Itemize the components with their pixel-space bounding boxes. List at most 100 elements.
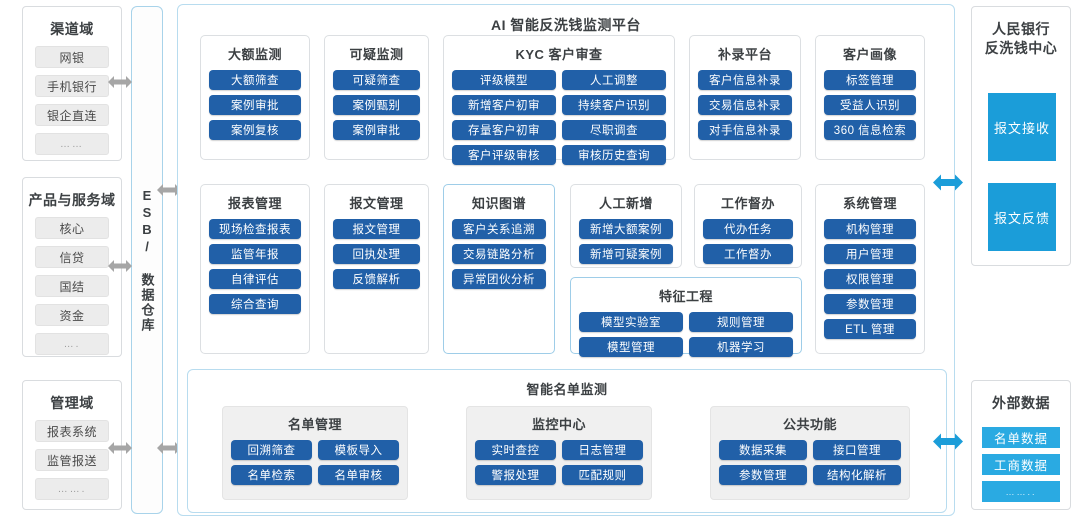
button-template-import[interactable]: 模板导入 bbox=[318, 440, 399, 460]
button-receipt-processing[interactable]: 回执处理 bbox=[333, 244, 420, 264]
button-list-audit[interactable]: 名单审核 bbox=[318, 465, 399, 485]
button-matching-rules[interactable]: 匹配规则 bbox=[562, 465, 643, 485]
chip-channel-1[interactable]: 手机银行 bbox=[35, 75, 109, 97]
module-title-manual-addition: 人工新增 bbox=[598, 196, 653, 211]
button-tag-management[interactable]: 标签管理 bbox=[824, 70, 916, 90]
module-suspicious-monitoring: 可疑监测 可疑筛查 案例甄别 案例审批 bbox=[324, 35, 429, 160]
button-message-management[interactable]: 报文管理 bbox=[333, 219, 420, 239]
button-abnormal-group-analysis[interactable]: 异常团伙分析 bbox=[452, 269, 546, 289]
module-title-suspicious-monitoring: 可疑监测 bbox=[349, 47, 404, 62]
chip-channel-0[interactable]: 网银 bbox=[35, 46, 109, 68]
button-continuous-customer-identification[interactable]: 持续客户识别 bbox=[562, 95, 666, 115]
block-message-feedback[interactable]: 报文反馈 bbox=[988, 183, 1056, 251]
module-title-report-management: 报表管理 bbox=[227, 196, 282, 211]
panel-external-data: 外部数据 名单数据 工商数据 …….. bbox=[971, 380, 1071, 510]
button-customer-info-supplement[interactable]: 客户信息补录 bbox=[698, 70, 792, 90]
esb-label: ESB/ 数据仓库 bbox=[139, 187, 155, 333]
module-work-supervision: 工作督办 代办任务 工作督办 bbox=[694, 184, 802, 268]
panel-title-pboc-line2: 反洗钱中心 bbox=[984, 40, 1058, 56]
button-interface-management[interactable]: 接口管理 bbox=[813, 440, 901, 460]
platform-container: AI 智能反洗钱监测平台 大额监测 大额筛查 案例审批 案例复核 可疑监测 可疑… bbox=[177, 4, 955, 516]
button-due-diligence[interactable]: 尽职调查 bbox=[562, 120, 666, 140]
chip-list-data[interactable]: 名单数据 bbox=[982, 427, 1060, 448]
button-data-collection[interactable]: 数据采集 bbox=[719, 440, 807, 460]
module-message-management: 报文管理 报文管理 回执处理 反馈解析 bbox=[324, 184, 429, 354]
button-existing-customer-first-review[interactable]: 存量客户初审 bbox=[452, 120, 556, 140]
chip-product-1[interactable]: 信贷 bbox=[35, 246, 109, 268]
button-rating-model[interactable]: 评级模型 bbox=[452, 70, 556, 90]
subgroup-public-functions: 公共功能 数据采集 接口管理 参数管理 结构化解析 bbox=[710, 406, 910, 500]
button-suspicious-screening[interactable]: 可疑筛查 bbox=[333, 70, 420, 90]
button-parameter-management-pub[interactable]: 参数管理 bbox=[719, 465, 807, 485]
button-log-management[interactable]: 日志管理 bbox=[562, 440, 643, 460]
arrow-product-to-esb bbox=[107, 258, 133, 274]
button-alarm-processing[interactable]: 警报处理 bbox=[475, 465, 556, 485]
button-structured-parsing[interactable]: 结构化解析 bbox=[813, 465, 901, 485]
chip-management-more[interactable]: ……. bbox=[35, 478, 109, 500]
chip-product-0[interactable]: 核心 bbox=[35, 217, 109, 239]
module-title-feature-engineering: 特征工程 bbox=[658, 289, 713, 304]
chip-product-more[interactable]: …. bbox=[35, 333, 109, 355]
module-title-large-amount-monitoring: 大额监测 bbox=[227, 47, 282, 62]
module-system-management: 系统管理 机构管理 用户管理 权限管理 参数管理 ETL 管理 bbox=[815, 184, 925, 354]
button-work-supervision[interactable]: 工作督办 bbox=[703, 244, 793, 264]
button-new-customer-first-review[interactable]: 新增客户初审 bbox=[452, 95, 556, 115]
button-onsite-inspection-report[interactable]: 现场检查报表 bbox=[209, 219, 301, 239]
chip-product-2[interactable]: 国结 bbox=[35, 275, 109, 297]
arrow-esb-to-platform-top bbox=[156, 182, 182, 198]
button-regulatory-annual-report[interactable]: 监管年报 bbox=[209, 244, 301, 264]
button-feedback-parsing[interactable]: 反馈解析 bbox=[333, 269, 420, 289]
button-add-large-amount-case[interactable]: 新增大额案例 bbox=[579, 219, 673, 239]
chip-external-data-more[interactable]: …….. bbox=[982, 481, 1060, 502]
button-permission-management[interactable]: 权限管理 bbox=[824, 269, 916, 289]
button-360-info-retrieval[interactable]: 360 信息检索 bbox=[824, 120, 916, 140]
chip-business-registration-data[interactable]: 工商数据 bbox=[982, 454, 1060, 475]
chip-management-1[interactable]: 监管报送 bbox=[35, 449, 109, 471]
button-case-review-large[interactable]: 案例复核 bbox=[209, 120, 301, 140]
panel-title-external-data: 外部数据 bbox=[992, 395, 1050, 411]
chip-channel-2[interactable]: 银企直连 bbox=[35, 104, 109, 126]
button-list-retrieval[interactable]: 名单检索 bbox=[231, 465, 312, 485]
button-rule-management[interactable]: 规则管理 bbox=[689, 312, 793, 332]
button-organization-management[interactable]: 机构管理 bbox=[824, 219, 916, 239]
button-case-approval-suspicious[interactable]: 案例审批 bbox=[333, 120, 420, 140]
button-retrospective-screening[interactable]: 回溯筛查 bbox=[231, 440, 312, 460]
button-realtime-control[interactable]: 实时查控 bbox=[475, 440, 556, 460]
button-self-discipline-assessment[interactable]: 自律评估 bbox=[209, 269, 301, 289]
button-model-management[interactable]: 模型管理 bbox=[579, 337, 683, 357]
block-message-receive[interactable]: 报文接收 bbox=[988, 93, 1056, 161]
chip-channel-more[interactable]: …… bbox=[35, 133, 109, 155]
button-comprehensive-query[interactable]: 综合查询 bbox=[209, 294, 301, 314]
module-knowledge-graph: 知识图谱 客户关系追溯 交易链路分析 异常团伙分析 bbox=[443, 184, 555, 354]
chip-product-3[interactable]: 资金 bbox=[35, 304, 109, 326]
button-machine-learning[interactable]: 机器学习 bbox=[689, 337, 793, 357]
module-title-kyc: KYC 客户审查 bbox=[515, 47, 603, 62]
button-parameter-management-sys[interactable]: 参数管理 bbox=[824, 294, 916, 314]
panel-title-product-service-domain: 产品与服务域 bbox=[28, 192, 116, 208]
button-manual-adjustment[interactable]: 人工调整 bbox=[562, 70, 666, 90]
module-title-message-management: 报文管理 bbox=[349, 196, 404, 211]
button-beneficiary-identification[interactable]: 受益人识别 bbox=[824, 95, 916, 115]
button-user-management[interactable]: 用户管理 bbox=[824, 244, 916, 264]
button-counterparty-info-supplement[interactable]: 对手信息补录 bbox=[698, 120, 792, 140]
button-model-lab[interactable]: 模型实验室 bbox=[579, 312, 683, 332]
subgroup-title-monitoring-center: 监控中心 bbox=[531, 417, 586, 432]
smart-list-monitoring-container: 智能名单监测 名单管理 回溯筛查 模板导入 名单检索 名单审核 监控中心 实时查… bbox=[187, 369, 947, 513]
module-feature-engineering: 特征工程 模型实验室 规则管理 模型管理 机器学习 bbox=[570, 277, 802, 357]
module-title-customer-profile: 客户画像 bbox=[842, 47, 897, 62]
button-case-approval-large[interactable]: 案例审批 bbox=[209, 95, 301, 115]
button-transaction-info-supplement[interactable]: 交易信息补录 bbox=[698, 95, 792, 115]
button-audit-history-query[interactable]: 审核历史查询 bbox=[562, 145, 666, 165]
button-case-identification[interactable]: 案例甄别 bbox=[333, 95, 420, 115]
arrow-management-to-esb bbox=[107, 440, 133, 456]
button-add-suspicious-case[interactable]: 新增可疑案例 bbox=[579, 244, 673, 264]
button-etl-management[interactable]: ETL 管理 bbox=[824, 319, 916, 339]
button-customer-relationship-tracing[interactable]: 客户关系追溯 bbox=[452, 219, 546, 239]
button-customer-rating-audit[interactable]: 客户评级审核 bbox=[452, 145, 556, 165]
button-large-amount-screening[interactable]: 大额筛查 bbox=[209, 70, 301, 90]
button-transaction-chain-analysis[interactable]: 交易链路分析 bbox=[452, 244, 546, 264]
chip-management-0[interactable]: 报表系统 bbox=[35, 420, 109, 442]
panel-title-channel-domain: 渠道域 bbox=[50, 21, 94, 37]
panel-pboc-aml-center: 人民银行 反洗钱中心 报文接收 报文反馈 bbox=[971, 6, 1071, 266]
button-agency-task[interactable]: 代办任务 bbox=[703, 219, 793, 239]
